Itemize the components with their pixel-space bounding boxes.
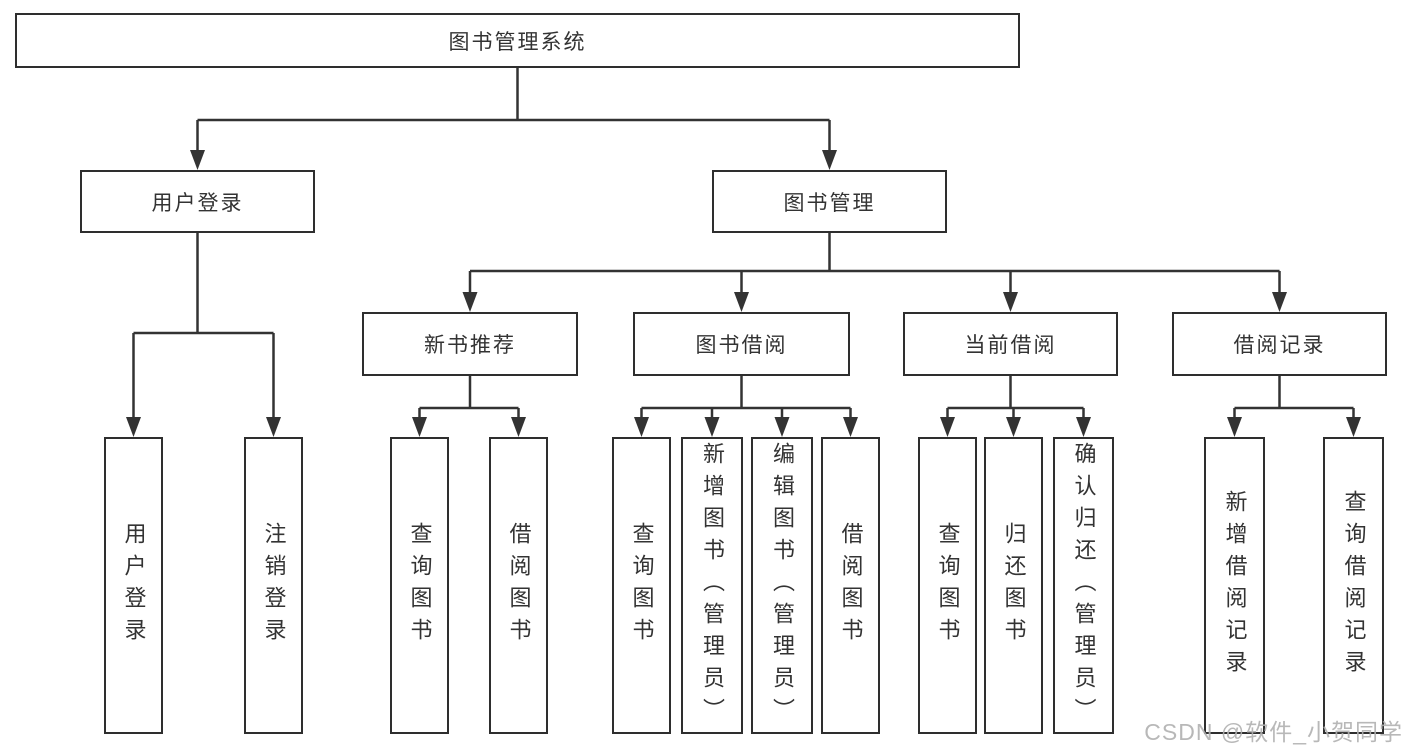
leaf-current-confirm-return-admin: 确认归还（管理员） [1053,437,1114,734]
node-label: 新书推荐 [424,334,516,357]
leaf-recommend-query-books: 查询图书 [390,437,449,734]
node-label: 查询借阅记录 [1341,489,1367,682]
node-book-borrow: 图书借阅 [633,312,850,376]
node-user-login: 用户登录 [80,170,315,233]
node-library-management-system: 图书管理系统 [15,13,1020,68]
node-label: 查询图书 [935,521,961,650]
leaf-current-return-books: 归还图书 [984,437,1043,734]
node-label: 新增借阅记录 [1222,489,1248,682]
leaf-borrow-add-books-admin: 新增图书（管理员） [681,437,743,734]
node-new-book-recommend: 新书推荐 [362,312,578,376]
leaf-current-query-books: 查询图书 [918,437,977,734]
node-label: 归还图书 [1001,521,1027,650]
csdn-watermark: CSDN @软件_小贺同学 [1144,719,1403,745]
node-label: 新增图书（管理员） [700,441,725,730]
node-label: 借阅图书 [506,521,532,650]
node-label: 借阅图书 [838,521,864,650]
node-label: 图书管理 [783,191,876,215]
node-current-borrow: 当前借阅 [903,312,1118,376]
node-label: 用户登录 [121,521,147,650]
leaf-borrow-borrow-books: 借阅图书 [821,437,880,734]
node-label: 当前借阅 [964,334,1057,357]
leaf-logout-login: 注销登录 [244,437,303,734]
node-book-management: 图书管理 [712,170,947,233]
node-borrow-records: 借阅记录 [1172,312,1387,376]
leaf-borrow-edit-books-admin: 编辑图书（管理员） [751,437,813,734]
node-label: 查询图书 [629,521,655,650]
node-label: 用户登录 [151,191,244,215]
leaf-records-add-record: 新增借阅记录 [1204,437,1265,734]
node-label: 图书借阅 [695,334,788,357]
node-label: 借阅记录 [1233,334,1326,357]
node-label: 注销登录 [261,521,287,650]
leaf-borrow-query-books: 查询图书 [612,437,671,734]
node-label: 编辑图书（管理员） [770,441,795,730]
leaf-recommend-borrow-books: 借阅图书 [489,437,548,734]
arrowheads [126,150,1361,437]
leaf-records-query-record: 查询借阅记录 [1323,437,1384,734]
node-label: 确认归还（管理员） [1071,441,1097,730]
leaf-user-login: 用户登录 [104,437,163,734]
node-label: 查询图书 [407,521,433,650]
node-label: 图书管理系统 [448,30,587,54]
